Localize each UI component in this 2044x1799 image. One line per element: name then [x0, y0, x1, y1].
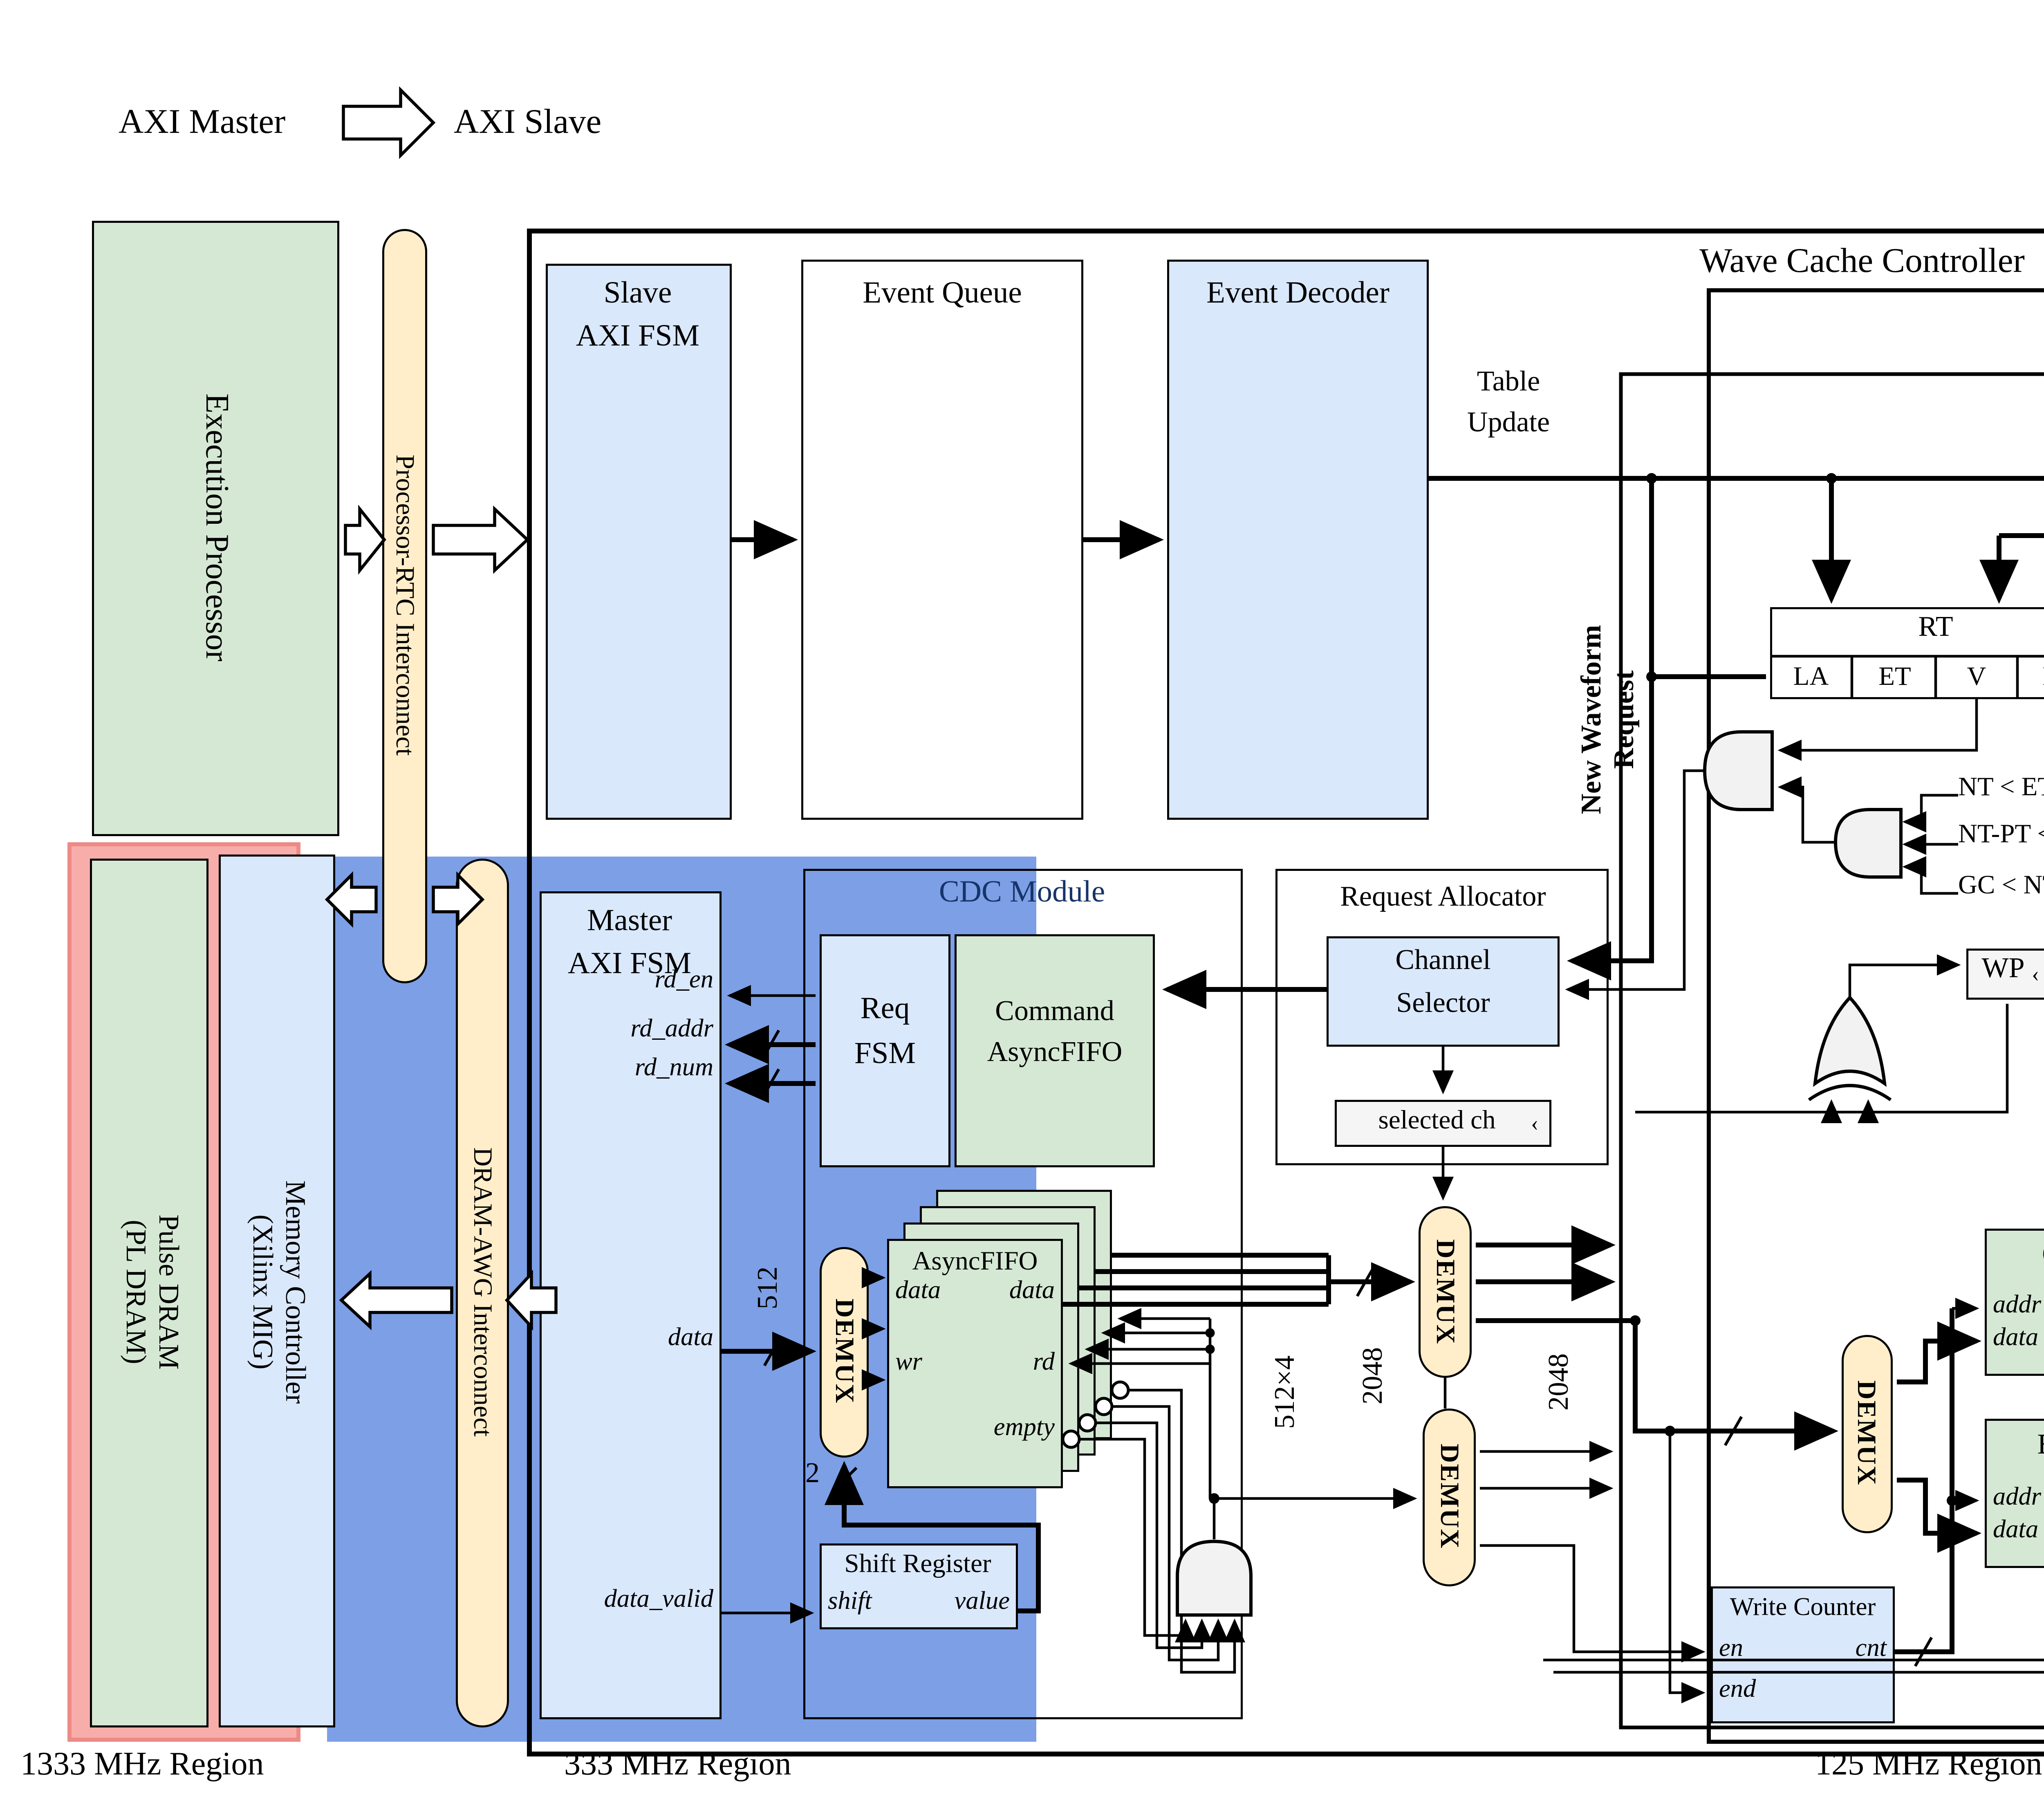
logic-gates: [1176, 730, 1903, 1617]
async-fifo-port-data-r: data: [1009, 1276, 1055, 1304]
table-update-label-2: Update: [1467, 409, 1550, 440]
awg-front-container: [1619, 372, 2044, 1729]
pulse-dram-label: Pulse DRAM(PL DRAM): [119, 1214, 182, 1370]
async-fifo-port-data-l: data: [895, 1276, 941, 1304]
xor-gate-wp-arc: [1808, 1084, 1892, 1101]
rt-table-title: RT: [1918, 613, 1953, 644]
demux-out-2-label: DEMUX: [1435, 1443, 1466, 1550]
odd-buffer-addr-l: addr: [1993, 1290, 2042, 1319]
write-counter-label: Write Counter: [1730, 1593, 1876, 1621]
bus-512-label: 512: [754, 1266, 785, 1310]
demux-buffer-label: DEMUX: [1852, 1380, 1883, 1486]
wave-cache-controller-label: Wave Cache Controller: [1699, 241, 2025, 280]
channel-selector-label-1: Channel: [1395, 947, 1491, 977]
condition-gc-lt-nt: GC < NT: [1958, 869, 2044, 900]
pulse-dram-block: [90, 859, 208, 1727]
async-fifo-label: AsyncFIFO: [912, 1245, 1038, 1276]
condition-nt-lt-et: NT < ET: [1958, 771, 2044, 801]
write-counter-end: end: [1719, 1674, 1756, 1703]
odd-buffer-label: Odd Buffer: [2042, 1241, 2044, 1274]
condition-ntpt-lt-gc: NT-PT < GC: [1958, 818, 2044, 848]
execution-processor-label: Execution Processor: [198, 393, 233, 662]
command-asyncfifo-label-1: Command: [995, 998, 1114, 1028]
and-gate-request: [1703, 730, 1774, 811]
exec-to-rtc-arrow-icon: [344, 505, 386, 575]
dram-awg-interconnect-label: DRAM-AWG Interconnect: [468, 1147, 499, 1437]
rtc-to-fsm-arrow-icon: [432, 505, 530, 574]
shift-register-port-value: value: [954, 1586, 1010, 1615]
demux-out-1-label: DEMUX: [1431, 1239, 1461, 1345]
and-gate-conditions: [1833, 808, 1903, 879]
table-update-label-1: Table: [1477, 368, 1540, 399]
slave-axi-fsm-label-2: AXI FSM: [576, 321, 700, 354]
execution-processor-block: [92, 221, 339, 836]
rt-col-v: V: [1967, 660, 1986, 691]
port-data: data: [668, 1323, 713, 1351]
async-fifo-port-wr: wr: [895, 1347, 923, 1376]
bus-2048-label-in: 2048: [1359, 1347, 1390, 1404]
rt-col-et: ET: [1878, 660, 1911, 691]
event-queue-block: [801, 260, 1083, 820]
req-fsm-label-1: Req: [860, 994, 910, 1026]
async-fifo-port-rd: rd: [1033, 1347, 1055, 1376]
axi-legend-arrow-icon: [342, 86, 436, 159]
wp-clock-notch: ‹: [2032, 963, 2040, 987]
memory-controller-label: Memory Controller(Xilinx MIG): [245, 1180, 309, 1404]
region-125mhz-label: 125 MHz Region: [1815, 1748, 2042, 1783]
bus-2048-label-out: 2048: [1545, 1353, 1576, 1411]
demux-data-in-label: DEMUX: [830, 1298, 861, 1404]
shift-register-port-shift: shift: [828, 1586, 872, 1615]
rt-col-la: LA: [1793, 660, 1829, 691]
odd-buffer-data-l: data: [1993, 1323, 2039, 1351]
command-asyncfifo-label-2: AsyncFIFO: [987, 1039, 1123, 1069]
rt-col-nt: NT: [2043, 660, 2044, 693]
wp-label: WP: [1981, 955, 2025, 985]
selected-ch-clock-notch: ‹: [1531, 1112, 1539, 1137]
selected-ch-label: selected ch: [1378, 1104, 1496, 1135]
region-333mhz-label: 333 MHz Region: [564, 1748, 791, 1783]
port-rd-num: rd_num: [634, 1053, 713, 1081]
async-fifo-port-empty: empty: [993, 1413, 1055, 1441]
even-buffer-data-l: data: [1993, 1515, 2039, 1543]
region-1333mhz-label: 1333 MHz Region: [20, 1748, 264, 1783]
event-decoder-label: Event Decoder: [1206, 278, 1390, 311]
even-buffer-addr-l: addr: [1993, 1482, 2042, 1511]
event-queue-label: Event Queue: [863, 278, 1022, 311]
req-fsm-label-2: FSM: [854, 1039, 916, 1071]
xor-gate-wp: [1813, 995, 1887, 1087]
write-counter-cnt: cnt: [1855, 1633, 1887, 1662]
slave-axi-fsm-label-1: Slave: [603, 278, 672, 311]
event-decoder-block: [1167, 260, 1429, 820]
port-rd-en: rd_en: [654, 965, 713, 994]
write-counter-en: en: [1719, 1633, 1744, 1662]
processor-rtc-interconnect-label: Processor-RTC Interconnect: [390, 454, 421, 756]
memory-controller-block: [219, 855, 335, 1727]
port-data-valid: data_valid: [604, 1584, 713, 1613]
even-buffer-label: Even Buffer: [2037, 1431, 2044, 1464]
axi-slave-label: AXI Slave: [454, 102, 602, 141]
request-allocator-label: Request Allocator: [1340, 883, 1546, 914]
bus-512x4-label: 512×4: [1271, 1355, 1302, 1429]
axi-master-label: AXI Master: [119, 102, 286, 141]
port-rd-addr: rd_addr: [630, 1014, 713, 1043]
master-axi-fsm-label-1: Master: [587, 906, 672, 938]
channel-selector-label-2: Selector: [1396, 989, 1490, 1020]
processor-rtc-interconnect-block: [382, 229, 427, 983]
cdc-module-label: CDC Module: [939, 877, 1105, 910]
shift-register-label: Shift Register: [844, 1548, 991, 1578]
